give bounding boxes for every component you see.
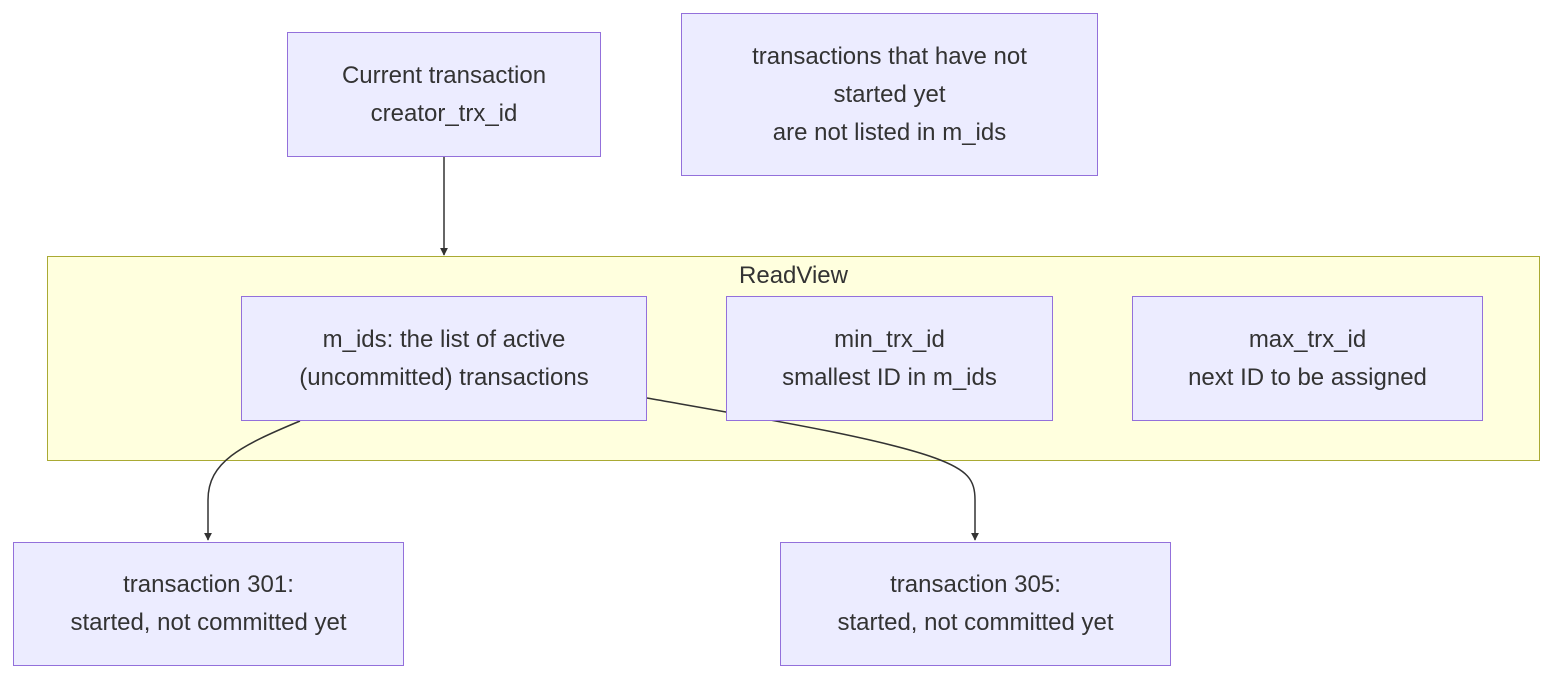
node-not-started-line-3: are not listed in m_ids bbox=[772, 118, 1007, 146]
node-not-started-transactions: transactions that have not started yet a… bbox=[681, 13, 1098, 176]
node-max-trx-id: max_trx_id next ID to be assigned bbox=[1132, 296, 1483, 421]
node-t301-line-1: transaction 301: bbox=[123, 571, 294, 598]
node-t305-line-2: started, not committed yet bbox=[837, 609, 1114, 636]
node-max-trx-line-2: next ID to be assigned bbox=[1188, 363, 1427, 391]
node-max-trx-line-1: max_trx_id bbox=[1248, 325, 1367, 353]
node-transaction-301: transaction 301: started, not committed … bbox=[13, 542, 404, 666]
node-current-line-2: creator_trx_id bbox=[370, 99, 518, 127]
node-min-trx-line-1: min_trx_id bbox=[834, 325, 945, 353]
node-not-started-line-1: transactions that have not bbox=[752, 42, 1027, 70]
node-current-transaction: Current transaction creator_trx_id bbox=[287, 32, 601, 157]
node-t301-line-2: started, not committed yet bbox=[70, 609, 347, 636]
node-m-ids: m_ids: the list of active (uncommitted) … bbox=[241, 296, 647, 421]
node-t305-line-1: transaction 305: bbox=[890, 571, 1061, 598]
node-transaction-305: transaction 305: started, not committed … bbox=[780, 542, 1171, 666]
node-m-ids-line-2: (uncommitted) transactions bbox=[299, 363, 589, 391]
node-min-trx-id: min_trx_id smallest ID in m_ids bbox=[726, 296, 1053, 421]
node-min-trx-line-2: smallest ID in m_ids bbox=[782, 363, 997, 391]
node-current-line-1: Current transaction bbox=[341, 61, 547, 89]
node-m-ids-line-1: m_ids: the list of active bbox=[322, 325, 566, 353]
readview-cluster-label: ReadView bbox=[739, 262, 848, 289]
edge-mids-to-t301 bbox=[204, 420, 301, 541]
node-not-started-line-2: started yet bbox=[833, 80, 946, 108]
